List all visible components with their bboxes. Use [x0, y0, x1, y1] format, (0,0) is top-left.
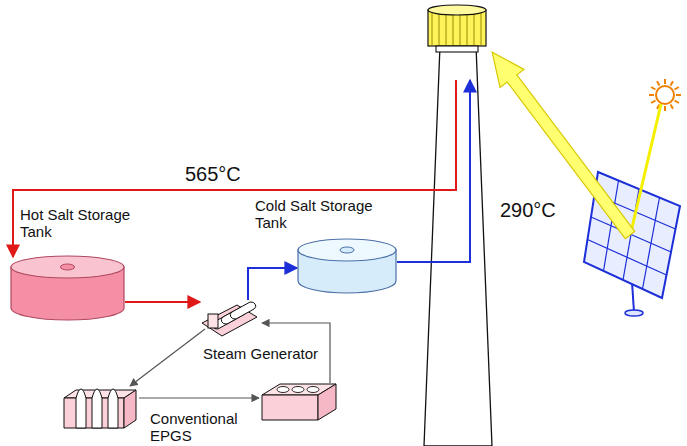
node-label: Hot Salt Storage Tank	[20, 206, 150, 240]
steam-line	[139, 397, 259, 398]
condenser	[262, 384, 336, 420]
cold-salt-pipe	[397, 80, 470, 262]
storage-tank-shape	[10, 255, 125, 320]
node-label: Steam Generator	[203, 345, 333, 362]
sun	[649, 79, 681, 111]
storage-tank: Hot Salt Storage Tank	[10, 255, 125, 320]
reflected-ray	[480, 43, 642, 244]
steam-generator: Steam Generator	[200, 292, 258, 337]
storage-tank: Cold Salt Storage Tank	[297, 238, 397, 293]
tower	[424, 46, 492, 446]
turbine-generator-shape	[62, 378, 138, 430]
sun-ray	[631, 104, 661, 232]
storage-tank-shape	[297, 238, 397, 293]
node-label: Conventional EPGS	[150, 410, 250, 444]
flow-arrow	[248, 268, 297, 300]
flow-arrow	[125, 301, 200, 303]
steam-generator-shape	[200, 292, 258, 337]
flow-arrow	[130, 329, 205, 386]
temperature-label: 565°C	[185, 163, 241, 186]
temperature-label: 290°C	[500, 199, 556, 222]
node-label: Cold Salt Storage Tank	[255, 197, 390, 231]
receiver	[428, 5, 486, 52]
hot-salt-pipe	[13, 80, 456, 257]
turbine-generator: Conventional EPGS	[62, 378, 138, 430]
